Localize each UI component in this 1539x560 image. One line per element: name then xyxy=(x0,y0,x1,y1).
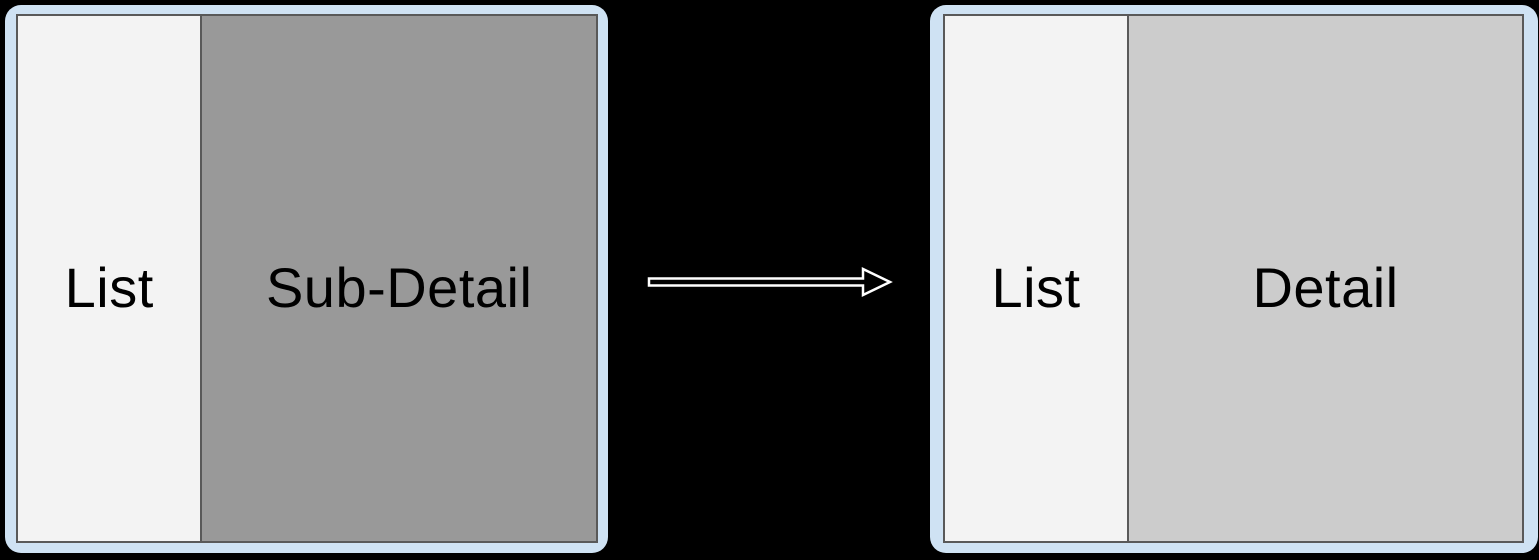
right-arrow-icon xyxy=(647,267,893,297)
section-list: List xyxy=(18,16,203,541)
section-detail-label: Detail xyxy=(1252,256,1399,319)
section-list: List xyxy=(945,16,1130,541)
panel-after-layout: List Detail xyxy=(930,5,1538,553)
section-sub-detail: Sub-Detail xyxy=(202,16,596,541)
section-list-label: List xyxy=(991,256,1081,319)
panel-before-content: List Sub-Detail xyxy=(16,14,598,543)
section-list-label: List xyxy=(64,256,154,319)
section-detail: Detail xyxy=(1129,16,1522,541)
section-sub-detail-label: Sub-Detail xyxy=(265,256,533,319)
right-arrow-shape xyxy=(647,267,893,297)
panel-after-content: List Detail xyxy=(943,14,1524,543)
panel-before-layout: List Sub-Detail xyxy=(5,5,608,553)
